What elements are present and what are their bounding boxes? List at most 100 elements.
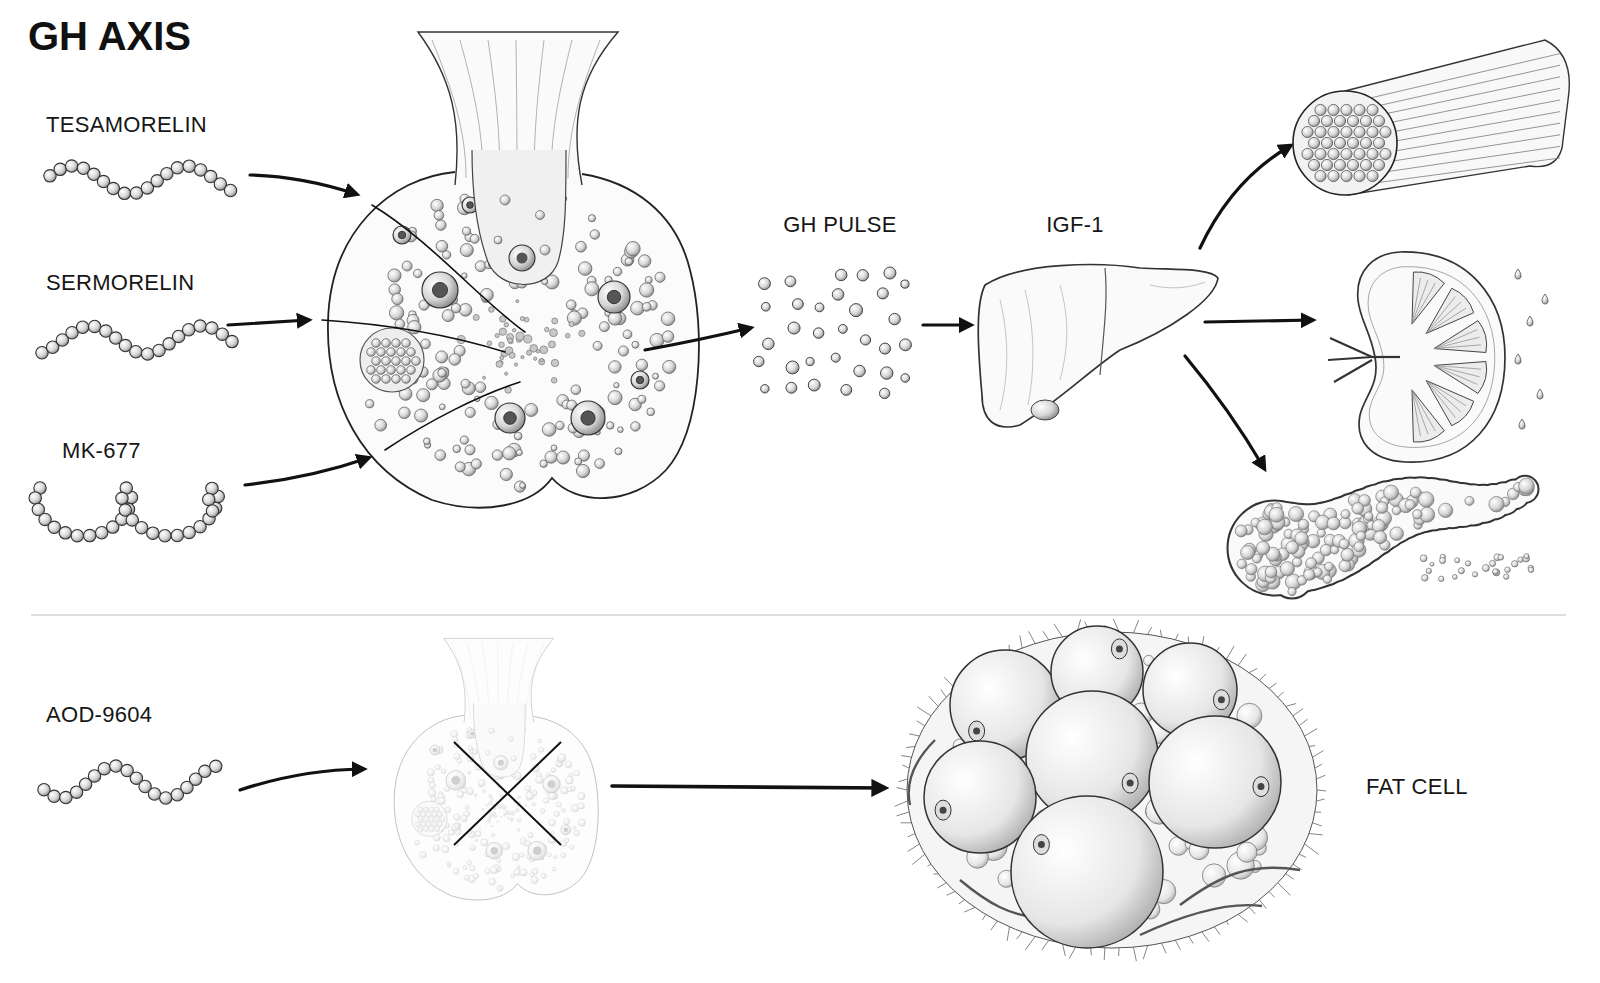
pancreas-lobule (1489, 496, 1504, 511)
nucleated-cell (571, 401, 605, 435)
hormone-granule (465, 805, 469, 809)
secretion-dot (1504, 574, 1509, 579)
pancreas-lobule (1237, 559, 1247, 569)
hormone-granule (545, 327, 549, 331)
pathway-line (322, 320, 505, 352)
hormone-granule (511, 811, 515, 815)
pancreas-outline (1252, 504, 1340, 592)
pituitary-cell (565, 761, 572, 768)
pancreas-lobule (1390, 527, 1404, 541)
nucleated-cell (509, 245, 535, 271)
pituitary-cell (415, 841, 420, 846)
secretion-dot (1518, 557, 1523, 562)
pituitary-cell (571, 804, 579, 812)
hormone-granule (502, 805, 507, 810)
hormone-granule (527, 798, 530, 801)
tissue-fiber (908, 844, 920, 851)
pancreas-lobule (1280, 562, 1294, 576)
nucleus-core (973, 728, 980, 735)
pituitary-cell (420, 851, 426, 857)
pituitary-cell (618, 427, 624, 433)
pituitary-cell (427, 769, 434, 776)
pituitary-cell (453, 814, 460, 821)
pituitary-cell (451, 303, 460, 312)
muscle-fascicle (1328, 126, 1339, 137)
pancreas-lobule (1306, 558, 1317, 569)
secretion-dot (1498, 555, 1504, 561)
tissue-fiber (1313, 751, 1324, 758)
pituitary-cell (475, 261, 486, 272)
tissue-fiber (1238, 654, 1246, 666)
pituitary-cell (439, 404, 445, 410)
pyramid-striation (1426, 308, 1466, 333)
pancreas-lobule (1265, 566, 1277, 578)
tissue-fiber (1227, 646, 1234, 659)
pituitary-cell (661, 312, 675, 326)
pituitary-cell (551, 768, 556, 773)
pancreas-lobule (1405, 500, 1415, 510)
hormone-granule (508, 338, 513, 343)
node-text: AOD-9604 (46, 702, 234, 727)
pituitary-cell (490, 866, 497, 873)
hormone-granule (489, 307, 495, 313)
tissue-fiber (1133, 947, 1136, 961)
tissue-fiber (1313, 823, 1322, 826)
pituitary-cell (468, 746, 473, 751)
hormone-dot (815, 303, 824, 312)
tissue-fiber (964, 907, 974, 912)
pituitary-cell (567, 787, 572, 792)
cluster-cell (392, 375, 401, 384)
tissue-fiber (1317, 775, 1326, 779)
pituitary-cell (578, 803, 584, 809)
hormone-granule (525, 804, 528, 807)
pituitary-cell (519, 852, 524, 857)
hormone-granule (551, 377, 557, 383)
pituitary-cell (569, 773, 573, 777)
pituitary-cell (442, 846, 449, 853)
tissue-fiber (937, 883, 946, 888)
pituitary-cell (470, 845, 476, 851)
hormone-granule (517, 818, 521, 822)
pituitary-cell (557, 451, 570, 464)
hormone-granule (487, 819, 491, 823)
pituitary-cell (541, 873, 546, 878)
pyramid-striation (1412, 390, 1428, 434)
renal-vessel (1330, 338, 1372, 357)
pituitary-cell (609, 361, 621, 373)
cluster-cell (426, 812, 431, 817)
cluster-cell (421, 822, 426, 827)
cell-nucleus (636, 376, 644, 384)
hormone-dot (792, 299, 803, 310)
cluster-cell (407, 348, 416, 357)
pituitary-cell (453, 445, 461, 453)
pituitary-cell (436, 240, 448, 252)
pituitary-cell (653, 373, 659, 379)
cluster-cell (415, 822, 420, 827)
hormone-granule (512, 328, 516, 332)
hormone-dot (857, 270, 868, 281)
hormone-granule (505, 372, 508, 375)
capillary (1180, 868, 1300, 905)
renal-vessel (1334, 360, 1372, 382)
hormone-dot (849, 304, 862, 317)
hormone-granule (496, 361, 503, 368)
stalk-fiber (568, 40, 600, 178)
cluster-cell (424, 827, 429, 832)
tissue-fiber (1025, 936, 1035, 950)
muscle-fiber (1360, 54, 1560, 101)
hormone-granule (579, 330, 585, 336)
muscle-fascicle (1367, 104, 1378, 115)
pituitary-cell (531, 876, 538, 883)
cluster-cell (367, 348, 376, 357)
tissue-fiber (1286, 874, 1294, 880)
cell-nucleus (498, 760, 504, 766)
pancreas-lobule (1465, 496, 1474, 505)
pancreas-lobule (1384, 485, 1399, 500)
lobe-cell (494, 236, 502, 244)
pituitary-cell (366, 400, 374, 408)
hormone-dot (877, 288, 888, 299)
cell-nucleus (581, 411, 595, 425)
liver-shading (1025, 290, 1033, 405)
hormone-dot (759, 278, 771, 290)
